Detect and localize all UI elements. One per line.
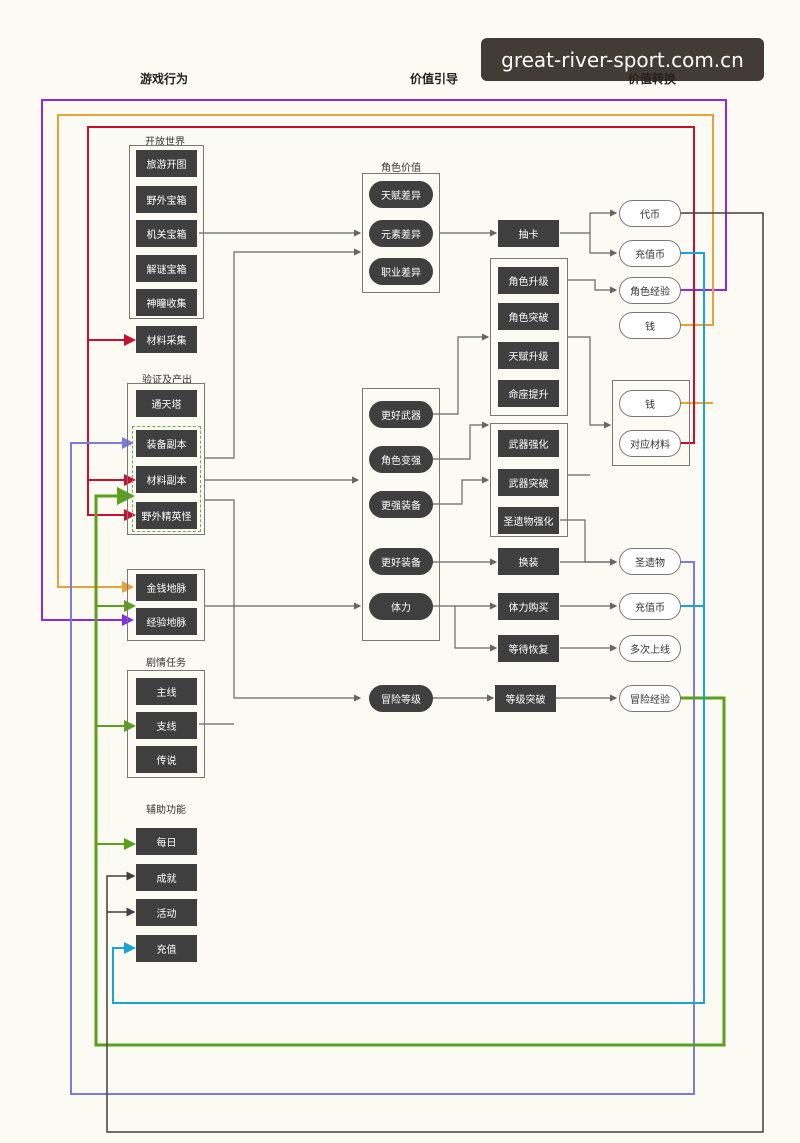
node-char-levelup: 角色升级 [498, 267, 559, 294]
node-artifact-enhance: 圣遗物强化 [498, 507, 559, 534]
node-open-world-2: 野外宝箱 [136, 186, 197, 213]
node-money: 钱 [619, 312, 681, 339]
verify-output-frame [127, 383, 205, 535]
group-label-story: 剧情任务 [146, 658, 186, 669]
node-open-world-3: 机关宝箱 [136, 220, 197, 247]
node-materials: 对应材料 [619, 430, 681, 457]
node-story-legend: 传说 [136, 746, 197, 773]
node-constellation: 命座提升 [498, 380, 559, 407]
node-multi-login: 多次上线 [619, 635, 681, 662]
node-aux-daily: 每日 [136, 828, 197, 855]
group-label-aux: 辅助功能 [146, 805, 186, 816]
node-money-2: 钱 [619, 390, 681, 417]
column-title-behavior: 游戏行为 [140, 72, 189, 86]
char-upgrade-frame [490, 258, 568, 416]
node-element-diff: 元素差异 [369, 220, 433, 247]
node-adventure-exp: 冒险经验 [619, 685, 681, 712]
node-aux-achievement: 成就 [136, 864, 197, 891]
node-story-side: 支线 [136, 712, 197, 739]
node-token: 代币 [619, 200, 681, 227]
node-verify-3: 材料副本 [136, 466, 197, 493]
weapon-upgrade-frame [490, 423, 568, 537]
node-wait-recover: 等待恢复 [498, 635, 559, 662]
node-artifact: 圣遗物 [619, 548, 681, 575]
node-adventure-level: 冒险等级 [369, 685, 433, 712]
node-ley-money: 金钱地脉 [136, 574, 197, 601]
column-title-guide: 价值引导 [410, 72, 459, 86]
loop-purple [41, 99, 727, 626]
node-stamina-buy: 体力购买 [498, 593, 559, 620]
node-talent-levelup: 天赋升级 [498, 342, 559, 369]
node-recharge-coin-2: 充值币 [619, 593, 681, 620]
node-weapon-ascend: 武器突破 [498, 469, 559, 496]
node-recharge-coin: 充值币 [619, 240, 681, 267]
node-story-main: 主线 [136, 678, 197, 705]
node-gacha: 抽卡 [498, 220, 559, 247]
node-char-stronger: 角色变强 [369, 446, 433, 473]
node-char-exp: 角色经验 [619, 277, 681, 304]
group-label-open-world: 开放世界 [145, 137, 185, 148]
watermark-banner: great-river-sport.com.cn [481, 38, 764, 81]
node-open-world-5: 神瞳收集 [136, 289, 197, 316]
node-verify-2: 装备副本 [136, 430, 197, 457]
node-equip-swap: 换装 [498, 548, 559, 575]
node-better-weapon: 更好武器 [369, 401, 433, 428]
node-char-ascend: 角色突破 [498, 303, 559, 330]
node-open-world-4: 解谜宝箱 [136, 255, 197, 282]
loop-green [94, 487, 726, 1047]
node-level-break: 等级突破 [495, 685, 556, 712]
loop-blue [70, 437, 695, 1095]
node-open-world-1: 旅游开图 [136, 150, 197, 177]
open-world-frame [129, 145, 204, 319]
loop-cyan [112, 252, 705, 1004]
node-aux-event: 活动 [136, 899, 197, 926]
verify-dashed-frame [132, 426, 201, 532]
node-stronger-gear: 更强装备 [369, 491, 433, 518]
story-frame [127, 670, 205, 778]
group-label-verify-output: 验证及产出 [142, 375, 192, 386]
node-weapon-enhance: 武器强化 [498, 430, 559, 457]
loop-dark [106, 212, 764, 1133]
node-talent-diff: 天赋差异 [369, 181, 433, 208]
node-class-diff: 职业差异 [369, 258, 433, 285]
ley-lines-frame [127, 569, 205, 641]
group-label-character-value: 角色价值 [381, 163, 421, 174]
node-verify-1: 通天塔 [136, 390, 197, 417]
guide-main-frame [362, 388, 440, 641]
node-verify-4: 野外精英怪 [136, 502, 197, 529]
node-ley-exp: 经验地脉 [136, 608, 197, 635]
character-value-frame [362, 173, 440, 293]
material-output-frame [612, 380, 690, 466]
node-better-gear: 更好装备 [369, 548, 433, 575]
node-stamina: 体力 [369, 593, 433, 620]
node-material-gather: 材料采集 [136, 326, 197, 353]
node-aux-recharge: 充值 [136, 935, 197, 962]
